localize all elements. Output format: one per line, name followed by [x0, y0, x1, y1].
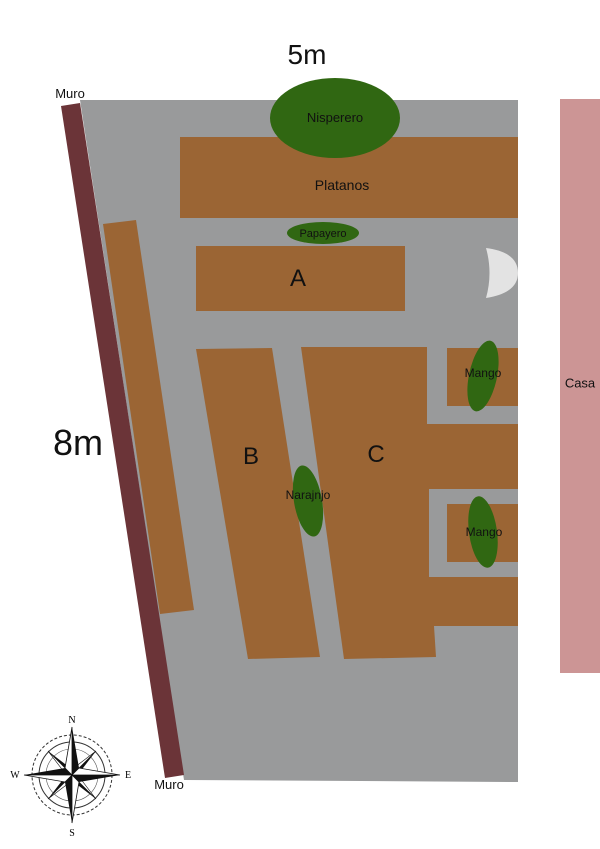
bed-wall-strip: [103, 220, 194, 614]
bed-b-label: B: [243, 443, 259, 470]
tree-mango-2-label: Mango: [466, 525, 503, 539]
compass-n-label: N: [68, 715, 75, 726]
compass-e-label: E: [125, 770, 131, 781]
tree-nisperero-label: Nisperero: [307, 110, 363, 125]
bed-b: [196, 348, 320, 659]
bed-a-label: A: [290, 265, 306, 292]
wall-bottom-label: Muro: [154, 777, 184, 792]
fountain: [486, 248, 518, 298]
compass-w-label: W: [10, 770, 20, 781]
tree-mango-2: [468, 496, 498, 568]
tree-naranjo-label: Narajnjo: [286, 488, 331, 502]
tree-naranjo: [292, 465, 324, 537]
bed-platanos-label: Platanos: [315, 177, 369, 193]
wall: [61, 103, 184, 778]
width-dimension-label: 5m: [288, 39, 327, 70]
bed-a: [196, 246, 405, 311]
tree-papayero: [287, 222, 359, 244]
tree-papayero-label: Papayero: [299, 228, 346, 240]
tree-mango-1: [467, 340, 499, 412]
compass-s-label: S: [69, 828, 75, 839]
house: [560, 99, 600, 673]
tree-nisperero: [270, 78, 400, 158]
compass-rose-icon: N S E W: [10, 715, 131, 839]
bed-c: [301, 347, 518, 659]
house-label: Casa: [565, 375, 596, 390]
height-dimension-label: 8m: [53, 422, 103, 463]
tree-mango-1-label: Mango: [465, 366, 502, 380]
wall-top-label: Muro: [55, 86, 85, 101]
bed-c-label: C: [367, 441, 384, 468]
